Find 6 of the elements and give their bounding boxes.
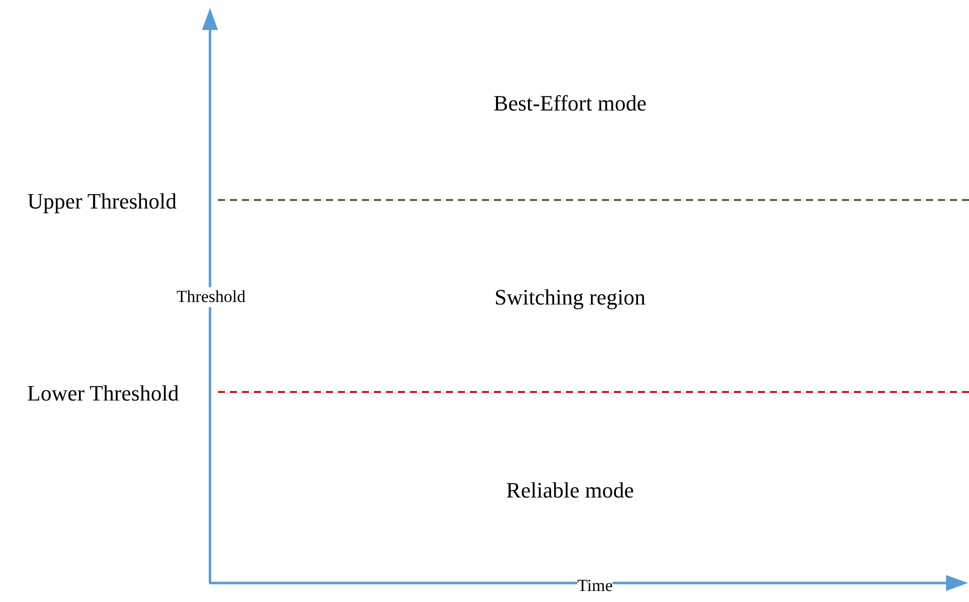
region-label: Best-Effort mode [494, 90, 646, 116]
axis-label: Threshold [176, 287, 246, 307]
threshold-label: Lower Threshold [27, 380, 179, 406]
region-label: Switching region [494, 284, 646, 310]
region-label: Reliable mode [506, 477, 634, 503]
threshold-label: Upper Threshold [27, 188, 177, 214]
